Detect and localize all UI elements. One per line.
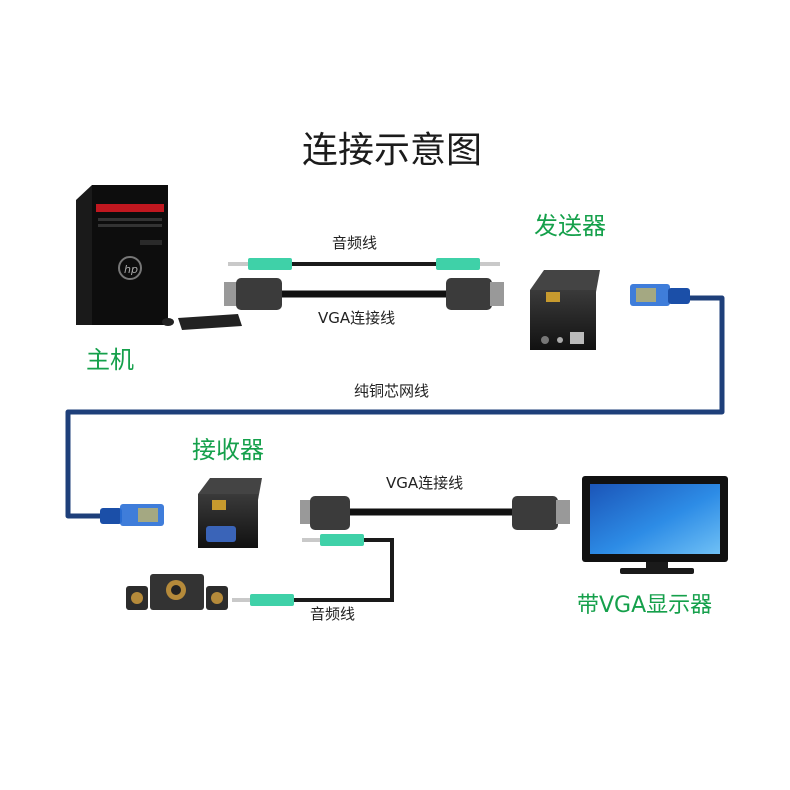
transmitter-label: 发送器 <box>534 212 606 240</box>
monitor <box>582 476 728 574</box>
host-label: 主机 <box>86 346 134 374</box>
audio-cable-top <box>228 258 500 270</box>
pc-tower: hp <box>76 185 168 325</box>
audio-cable-bottom <box>232 534 394 606</box>
diagram-title: 连接示意图 <box>302 130 483 171</box>
receiver-label: 接收器 <box>192 436 264 464</box>
audio-cable-bottom-label: 音频线 <box>310 605 356 623</box>
hp-logo-icon: hp <box>124 263 138 276</box>
rj45-connector-bottom <box>100 504 164 526</box>
keyboard-mouse <box>162 314 242 330</box>
vga-cable-top <box>224 278 504 310</box>
vga-cable-bottom-label: VGA连接线 <box>386 474 464 492</box>
monitor-label: 带VGA显示器 <box>577 593 713 618</box>
speakers <box>126 574 228 610</box>
vga-cable-top-label: VGA连接线 <box>318 309 396 327</box>
audio-cable-top-label: 音频线 <box>332 234 378 252</box>
receiver-box <box>198 478 262 548</box>
rj45-connector-top <box>630 284 690 306</box>
transmitter-box <box>530 270 600 350</box>
network-cable-label: 纯铜芯网线 <box>354 382 430 400</box>
vga-cable-bottom <box>300 496 570 530</box>
network-cable <box>65 295 725 519</box>
